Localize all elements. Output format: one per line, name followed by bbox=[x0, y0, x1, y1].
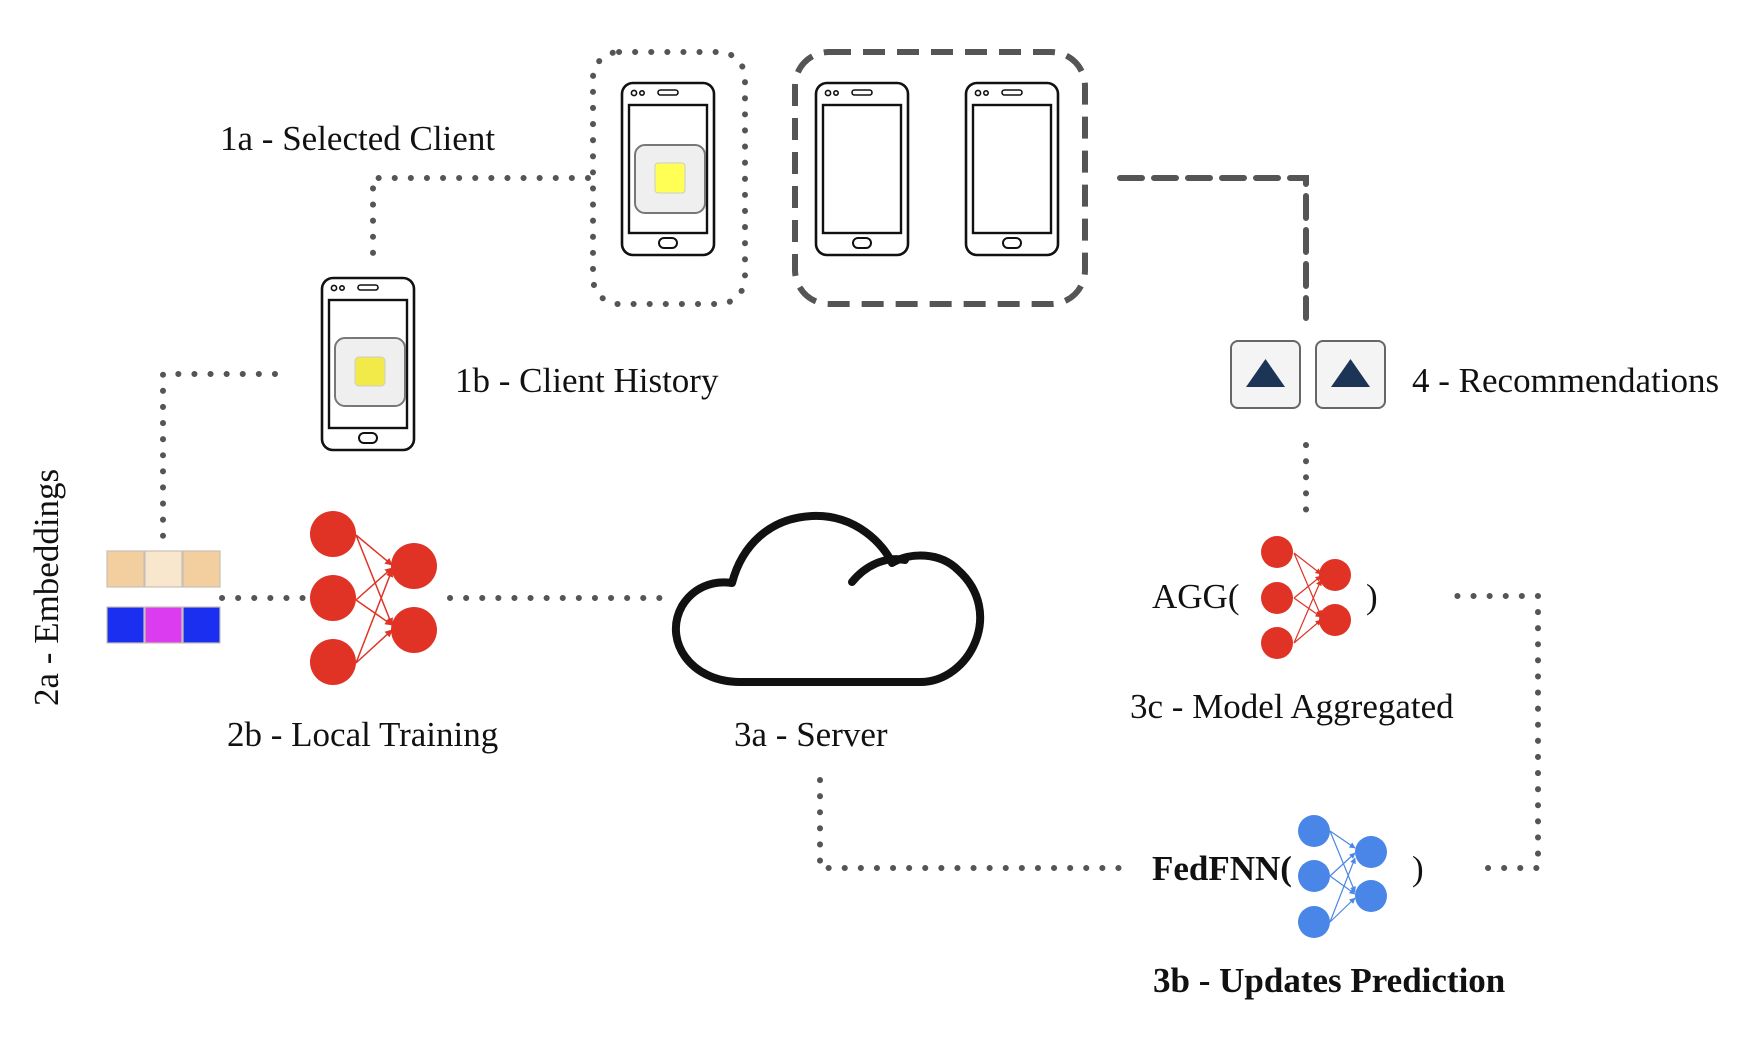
label-model-aggregated: 3c - Model Aggregated bbox=[1130, 687, 1454, 726]
phone-icon bbox=[814, 81, 910, 257]
label-updates-prediction: 3b - Updates Prediction bbox=[1153, 961, 1505, 1000]
connectors bbox=[160, 175, 1541, 871]
selected-client-group bbox=[590, 49, 748, 307]
label-embeddings: 2a - Embeddings bbox=[27, 469, 66, 706]
label-server: 3a - Server bbox=[734, 715, 888, 754]
item-square-icon bbox=[354, 356, 386, 387]
recommendation-item-icon bbox=[1315, 340, 1386, 409]
label-selected-client: 1a - Selected Client bbox=[220, 119, 495, 158]
embedding-cell-icon bbox=[144, 606, 183, 644]
label-agg-open: AGG( bbox=[1152, 577, 1239, 616]
label-client-history: 1b - Client History bbox=[455, 361, 719, 400]
embedding-cell-icon bbox=[144, 550, 183, 588]
connector-1b-to-2a bbox=[160, 371, 278, 543]
label-recommendations: 4 - Recommendations bbox=[1412, 361, 1719, 400]
cloud-icon bbox=[672, 511, 985, 686]
phone-icon bbox=[964, 81, 1060, 257]
embedding-cell-icon bbox=[182, 550, 221, 588]
neural-network-icon bbox=[1298, 815, 1387, 938]
connector-1a-to-1b bbox=[370, 175, 591, 263]
triangle-icon bbox=[1331, 359, 1370, 387]
label-agg-close: ) bbox=[1366, 577, 1378, 616]
embedding-cell-icon bbox=[182, 606, 221, 644]
cloud-icon bbox=[683, 517, 975, 684]
label-local-training: 2b - Local Training bbox=[227, 715, 498, 754]
connector-clients-to-4 bbox=[1117, 175, 1309, 321]
label-fedfnn-open: FedFNN( bbox=[1152, 849, 1292, 888]
item-square-icon bbox=[654, 162, 686, 194]
embeddings-grid bbox=[106, 550, 221, 644]
phone-icon bbox=[320, 276, 416, 452]
connector-3a-to-3b bbox=[817, 777, 1128, 871]
neural-network-icon bbox=[310, 511, 437, 685]
neural-network-icon bbox=[1261, 536, 1351, 659]
triangle-icon bbox=[1246, 359, 1285, 387]
other-clients-group bbox=[792, 49, 1088, 307]
recommendation-item-icon bbox=[1230, 340, 1301, 409]
label-fedfnn-close: ) bbox=[1412, 849, 1424, 888]
embedding-cell-icon bbox=[106, 606, 145, 644]
connector-3b-to-3c bbox=[1442, 593, 1541, 871]
phone-icon bbox=[620, 81, 716, 257]
embedding-cell-icon bbox=[106, 550, 145, 588]
